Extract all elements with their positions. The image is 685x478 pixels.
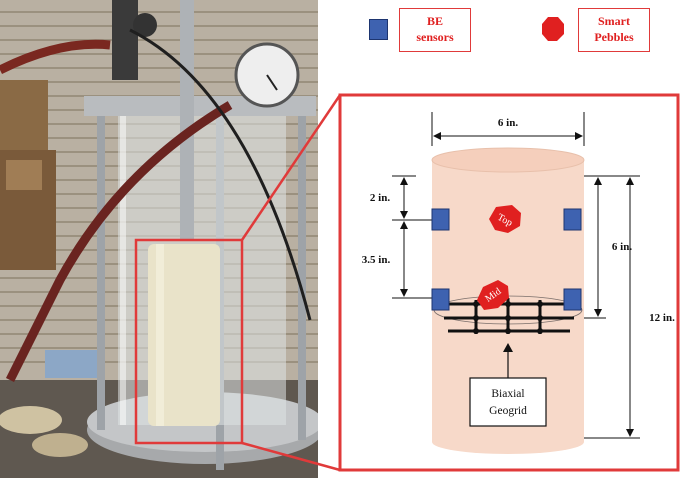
sp-legend-line2: Pebbles [594,30,634,44]
be-sensor-top-right [563,208,582,231]
diameter-label: 6 in. [498,117,518,129]
half-height-dimension: 6 in. [584,175,632,319]
total-height-dimension: 12 in. [584,175,675,439]
loading-piston [180,0,194,240]
specimen-cylinder [431,147,585,454]
diagram-frame [338,93,680,472]
be-sensor-top-left [431,208,450,231]
total-height-label: 12 in. [649,312,675,324]
gloves [0,350,100,457]
specimen [148,244,220,426]
be-sensors-legend-label: BE sensors [399,8,471,52]
pebble-top-label: Top [495,212,514,229]
geogrid-label-line2: Geogrid [489,405,527,417]
be-legend-line2: sensors [416,30,454,44]
be-sensor-legend-icon [369,19,388,40]
geogrid-label-line1: Biaxial [491,388,524,400]
smart-pebble-mid: Mid [477,280,509,310]
legend: BE sensors Smart Pebbles [330,0,685,90]
smart-pebble-legend-icon [542,17,564,41]
top-spacing-label: 2 in. [370,192,390,204]
be-sensor-mid-left [431,288,450,311]
pebble-mid-label: Mid [483,286,503,305]
half-height-label: 6 in. [612,241,632,253]
smart-pebble-top: Top [489,205,521,233]
red-hose [0,39,111,75]
sp-legend-line1: Smart [598,14,630,28]
be-sensor-mid-right [563,288,582,311]
biaxial-geogrid [433,295,583,334]
mid-spacing-label: 3.5 in. [362,254,391,266]
smart-pebbles-legend-label: Smart Pebbles [578,8,650,52]
triaxial-cell-photo [0,0,318,478]
geogrid-callout: Biaxial Geogrid [469,343,547,427]
be-legend-line1: BE [426,14,443,28]
top-spacing-dimension: 2 in. [370,175,432,221]
regulator [112,0,138,80]
diameter-dimension: 6 in. [431,112,585,146]
black-tube [129,28,312,321]
mid-spacing-dimension: 3.5 in. [362,221,432,299]
cardboard-boxes [0,80,56,270]
specimen-highlight-frame [134,238,244,445]
